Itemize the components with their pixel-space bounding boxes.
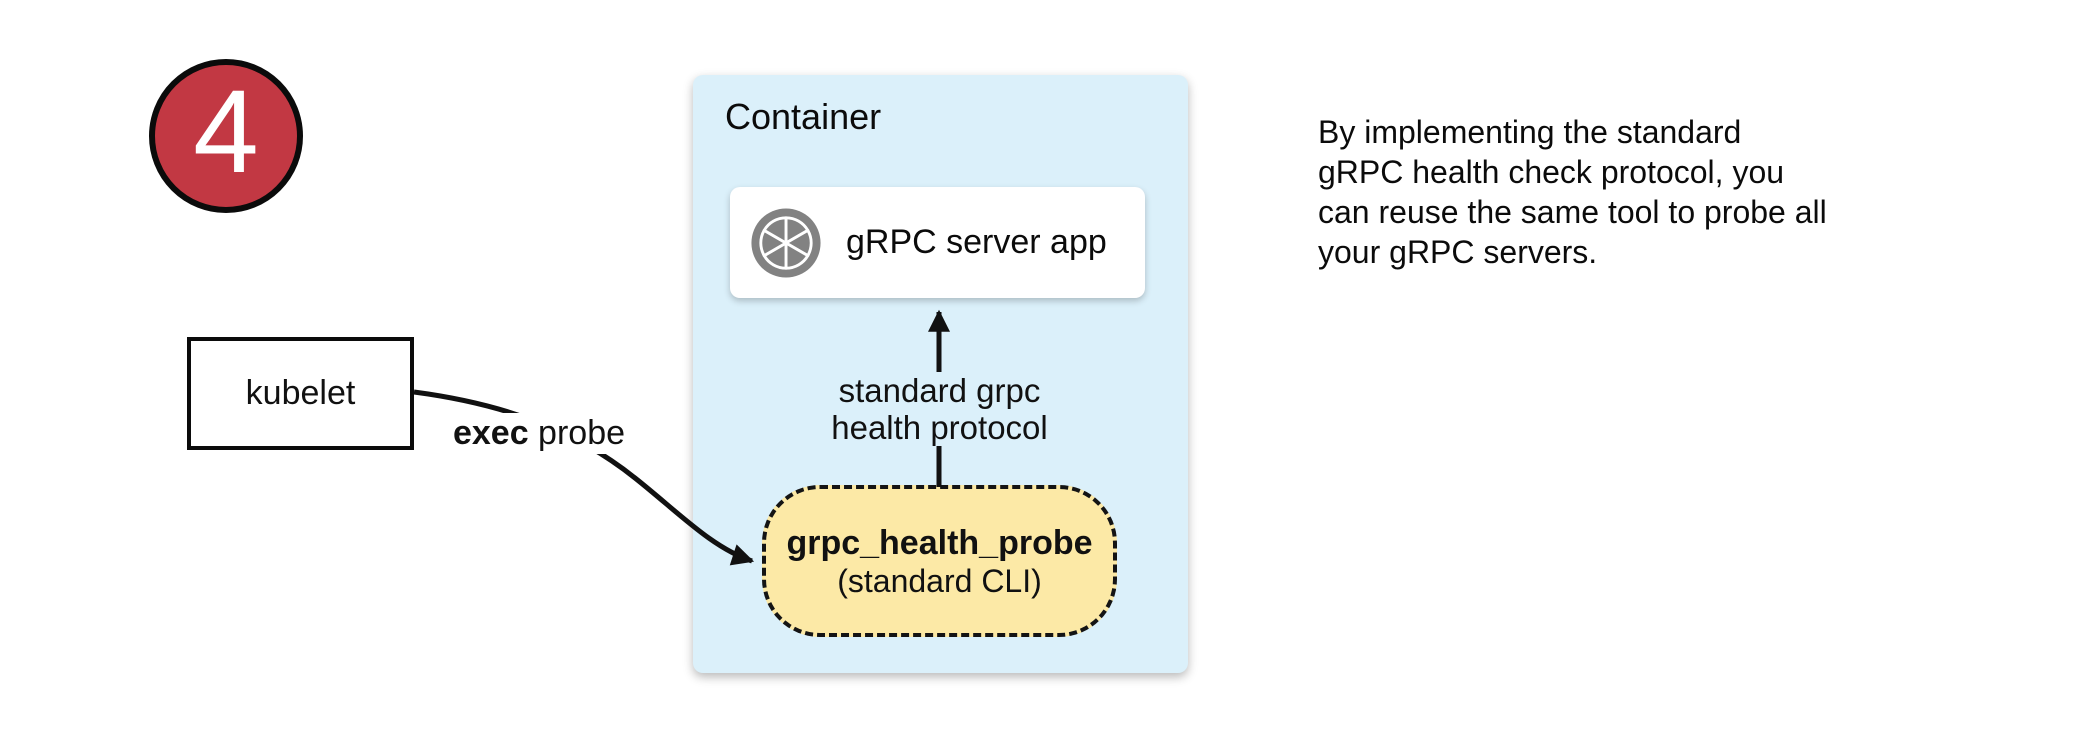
step-badge: 4 <box>149 59 303 213</box>
kubelet-label: kubelet <box>245 374 356 412</box>
container-group: Container gRPC server app grpc_health_pr… <box>693 75 1188 673</box>
note-line: gRPC health check protocol, you <box>1318 154 1785 190</box>
grpc-health-probe-node: grpc_health_probe (standard CLI) <box>762 485 1117 637</box>
grpc-server-app-label: gRPC server app <box>846 223 1107 261</box>
health-protocol-line2: health protocol <box>831 409 1048 446</box>
exec-probe-label-rest: probe <box>528 414 626 452</box>
grpc-server-app-node: gRPC server app <box>730 187 1145 298</box>
note-text: By implementing the standard gRPC health… <box>1318 112 1827 272</box>
container-label: Container <box>725 96 882 137</box>
note-line: your gRPC servers. <box>1318 234 1598 270</box>
health-protocol-line1: standard grpc <box>838 372 1041 409</box>
step-number: 4 <box>193 66 259 198</box>
grpc-health-probe-title: grpc_health_probe <box>786 524 1093 562</box>
exec-probe-label-bold: exec <box>452 414 529 452</box>
note-line: can reuse the same tool to probe all <box>1318 194 1827 230</box>
health-protocol-label: standard grpc health protocol <box>812 372 1067 446</box>
exec-probe-label: exec probe <box>448 413 630 454</box>
aperture-icon <box>751 207 821 278</box>
grpc-health-probe-subtitle: (standard CLI) <box>837 563 1042 599</box>
note-line: By implementing the standard <box>1318 114 1742 150</box>
kubelet-node: kubelet <box>187 337 414 450</box>
